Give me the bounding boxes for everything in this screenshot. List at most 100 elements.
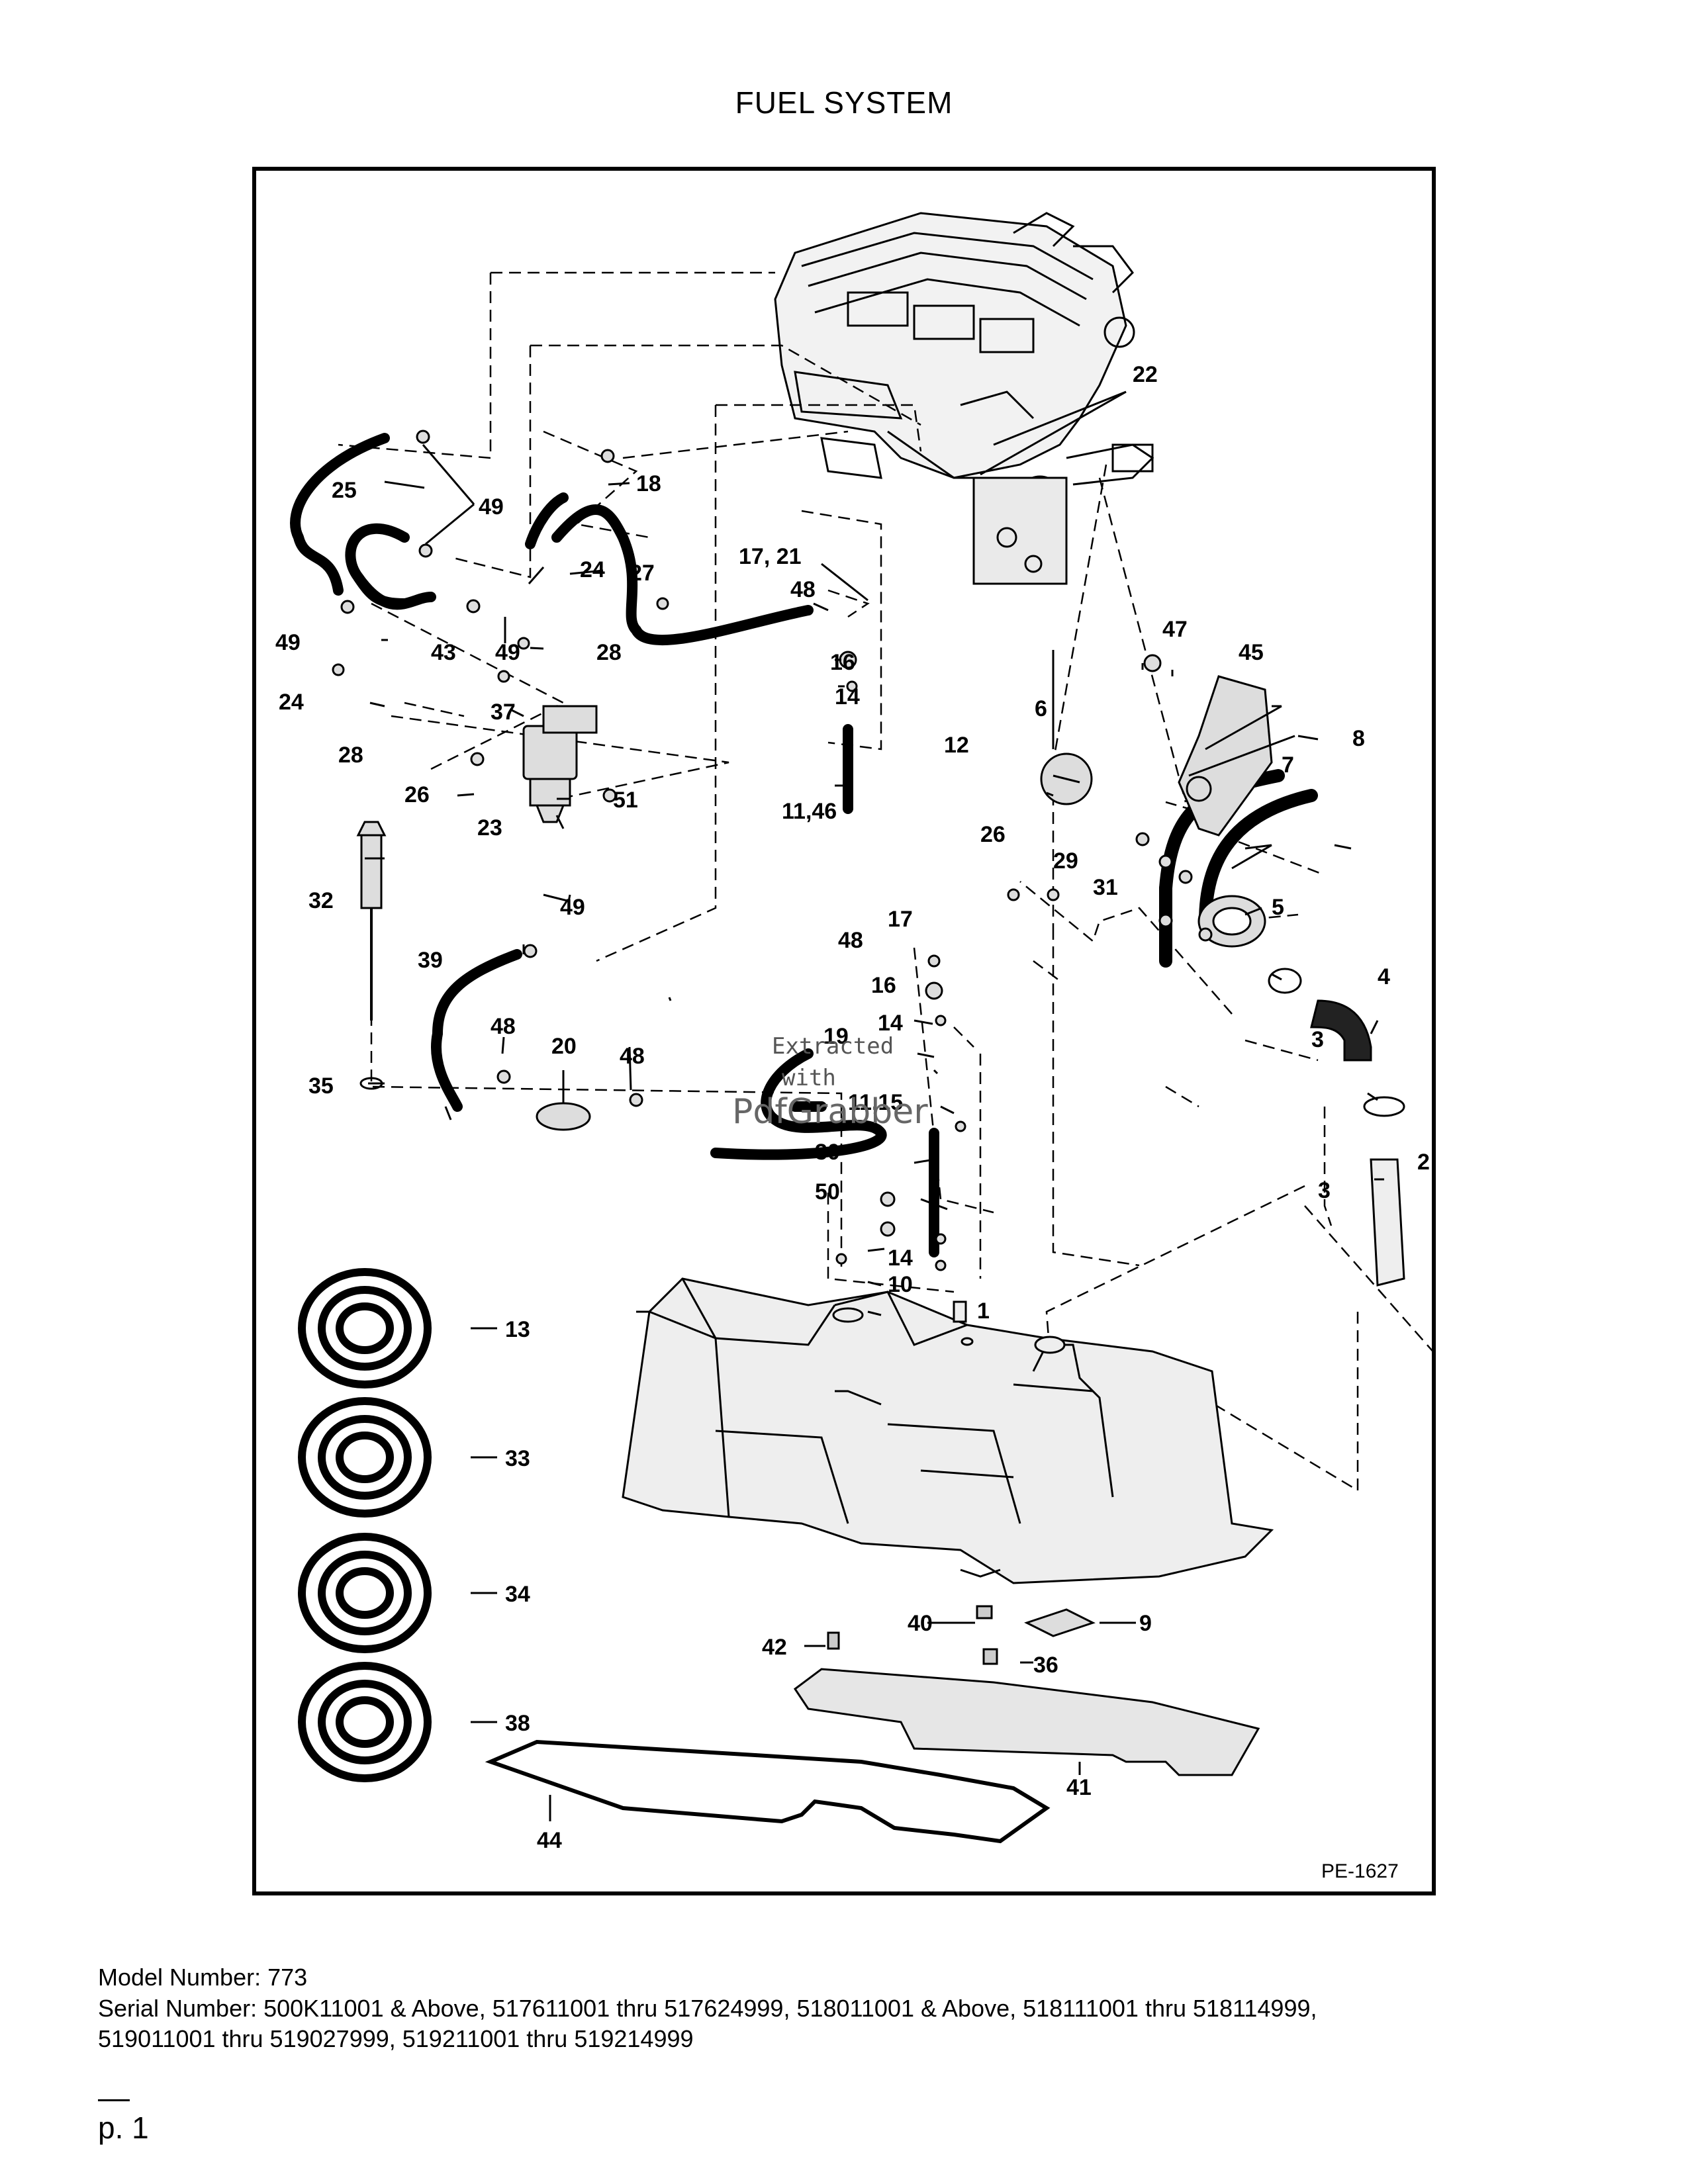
callout-12: 12: [944, 733, 969, 758]
callout-44: 44: [537, 1828, 562, 1853]
callout-3: 3: [1311, 1027, 1324, 1052]
drain-fittings: [827, 1605, 998, 1665]
serial-number-line-2: 519011001 thru 519027999, 519211001 thru…: [98, 2025, 694, 2052]
coiled-hose-38: [298, 1662, 432, 1782]
fuel-tank: [622, 1277, 1274, 1584]
callout-labels: 1 2 3 3 4 5 6 7 8 9 10 11,46 11,15 12 13…: [275, 362, 1430, 1853]
callout-13: 13: [505, 1317, 530, 1342]
hose-43: [353, 572, 436, 610]
callout-30: 30: [815, 1140, 840, 1165]
callout-25: 25: [332, 478, 357, 503]
callout-41: 41: [1066, 1775, 1092, 1800]
callout-33: 33: [505, 1446, 530, 1471]
callout-49b: 49: [495, 640, 520, 665]
callout-37: 37: [491, 700, 516, 725]
callout-38: 38: [505, 1711, 530, 1736]
callout-3b: 3: [1318, 1178, 1331, 1203]
callout-24: 24: [580, 557, 605, 582]
callout-18: 18: [636, 471, 661, 496]
hose-27-end: [525, 492, 569, 549]
watermark-line-2: with: [782, 1065, 836, 1091]
callout-26b: 26: [980, 822, 1006, 847]
callout-16b: 16: [871, 973, 896, 998]
sender-32: [360, 834, 383, 909]
callout-27: 27: [630, 561, 655, 586]
callout-8: 8: [1352, 726, 1365, 751]
callout-40: 40: [908, 1611, 933, 1636]
callout-28: 28: [596, 640, 622, 665]
callout-4: 4: [1378, 964, 1390, 989]
callout-36: 36: [1033, 1653, 1058, 1678]
callout-11-15: 11,15: [848, 1090, 903, 1115]
callout-17-21: 17, 21: [739, 544, 802, 569]
callout-28b: 28: [338, 743, 363, 768]
callout-19: 19: [823, 1024, 849, 1049]
coiled-hose-34: [298, 1533, 432, 1653]
callout-14c: 14: [888, 1246, 913, 1271]
callout-43: 43: [431, 640, 456, 665]
callout-51: 51: [613, 788, 638, 813]
callout-2: 2: [1417, 1150, 1430, 1175]
callout-6: 6: [1035, 696, 1047, 721]
fuel-filter-23: [522, 725, 578, 780]
drawing-code: PE-1627: [1321, 1860, 1399, 1882]
callout-23: 23: [477, 815, 502, 841]
callout-34: 34: [505, 1582, 530, 1607]
callout-48d: 48: [620, 1044, 645, 1069]
callout-17: 17: [888, 907, 913, 932]
page-number: p. 1: [98, 2111, 149, 2145]
seal-44: [485, 1739, 1051, 1844]
serial-number-line-1: Serial Number: 500K11001 & Above, 517611…: [98, 1995, 1317, 2022]
callout-16: 16: [830, 650, 855, 675]
callout-22: 22: [1133, 362, 1158, 387]
callout-45: 45: [1239, 640, 1264, 665]
elbow-4: [1310, 999, 1372, 1062]
callout-14b: 14: [878, 1011, 903, 1036]
callout-35: 35: [308, 1073, 334, 1099]
hose-19: [710, 1048, 887, 1160]
engine-drawing: [774, 212, 1154, 585]
fuel-filter-20: [536, 1102, 591, 1131]
callout-9: 9: [1139, 1611, 1152, 1636]
callout-26: 26: [404, 782, 430, 807]
coiled-hose-33: [298, 1397, 432, 1518]
callout-49d: 49: [560, 895, 585, 920]
callout-1: 1: [977, 1298, 990, 1324]
callout-42: 42: [762, 1635, 787, 1660]
coiled-hose-13: [298, 1268, 432, 1388]
callout-31: 31: [1093, 875, 1118, 900]
tube-2: [1370, 1158, 1405, 1287]
callout-5: 5: [1272, 895, 1284, 920]
components: [332, 430, 1405, 1287]
callout-24b: 24: [279, 690, 304, 715]
callout-50: 50: [815, 1179, 840, 1205]
page-title: FUEL SYSTEM: [735, 85, 953, 120]
callout-11-46: 11,46: [782, 799, 837, 824]
plate-41: [793, 1668, 1260, 1776]
hoses: [290, 433, 1318, 1257]
callout-29: 29: [1053, 848, 1078, 874]
hose-25: [290, 433, 390, 596]
watermark-line-3: PdfGrabber: [732, 1092, 928, 1132]
callout-48: 48: [790, 577, 816, 602]
callout-47: 47: [1162, 617, 1188, 642]
callout-39: 39: [418, 948, 443, 973]
diagram-frame: [252, 167, 1436, 1895]
callout-49: 49: [479, 494, 504, 520]
callout-7: 7: [1282, 752, 1294, 778]
callout-32: 32: [308, 888, 334, 913]
watermark: Extracted with PdfGrabber: [732, 1033, 928, 1132]
hose-27: [551, 504, 814, 646]
cover-plate-9: [1024, 1608, 1096, 1637]
callout-20: 20: [551, 1034, 577, 1059]
callout-14: 14: [835, 684, 860, 709]
fuel-system-diagram: 1 2 3 3 4 5 6 7 8 9 10 11,46 11,15 12 13…: [275, 212, 1436, 1882]
hose-8-c: [1199, 789, 1318, 928]
watermark-line-1: Extracted: [772, 1033, 894, 1060]
callout-48c: 48: [491, 1014, 516, 1039]
page-number-rule: [98, 2099, 130, 2101]
model-number: Model Number: 773: [98, 1964, 308, 1991]
callout-10: 10: [888, 1272, 913, 1297]
callout-49c: 49: [275, 630, 301, 655]
callout-48b: 48: [838, 928, 863, 953]
